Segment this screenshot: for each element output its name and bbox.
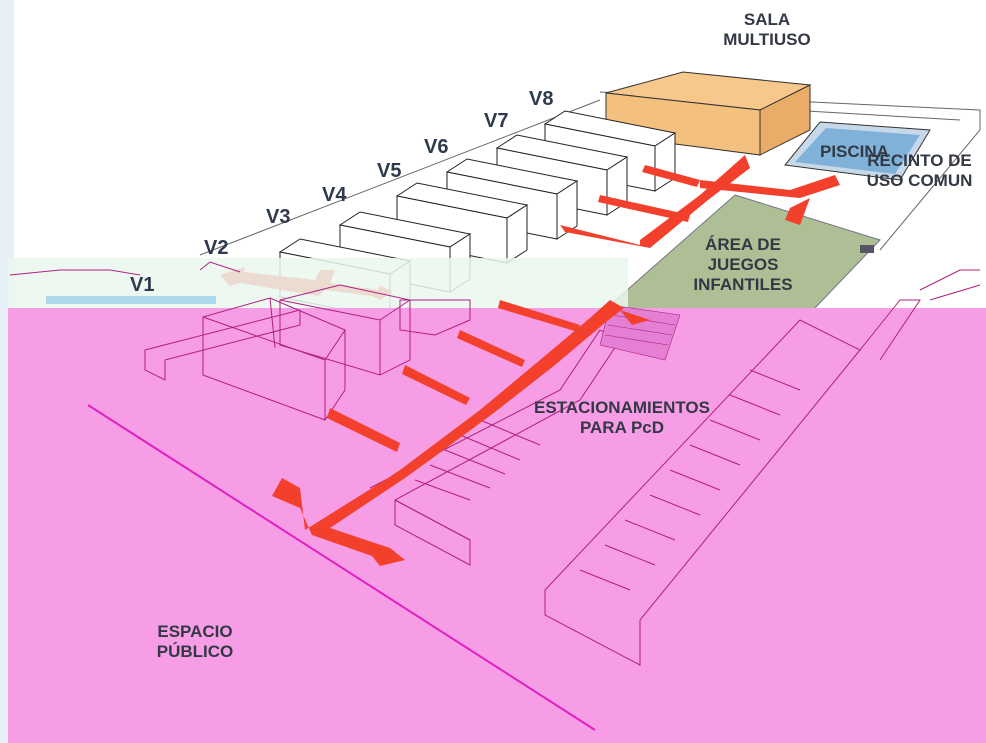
label-v8: V8 — [529, 88, 554, 110]
block-side — [506, 204, 528, 264]
lower-linework — [9, 261, 981, 666]
public-space-line — [87, 404, 596, 731]
label-v2: V2 — [204, 237, 229, 259]
label-v4: V4 — [322, 184, 347, 206]
piscina-pool — [784, 121, 931, 181]
label-v5: V5 — [377, 160, 402, 182]
block-side — [556, 180, 578, 240]
label-v6: V6 — [424, 136, 449, 158]
label-v3: V3 — [266, 206, 291, 228]
label-v1: V1 — [130, 274, 155, 296]
dashed-strip — [46, 296, 216, 304]
sala-multiuso-box — [605, 71, 812, 156]
label-v7: V7 — [484, 110, 509, 132]
pink-lower-overlay — [8, 308, 986, 743]
small-marker — [860, 245, 874, 253]
circulation-arrows-lower — [272, 300, 650, 566]
label-piscina: PISCINA — [820, 142, 889, 161]
lower-blocks — [202, 284, 471, 421]
